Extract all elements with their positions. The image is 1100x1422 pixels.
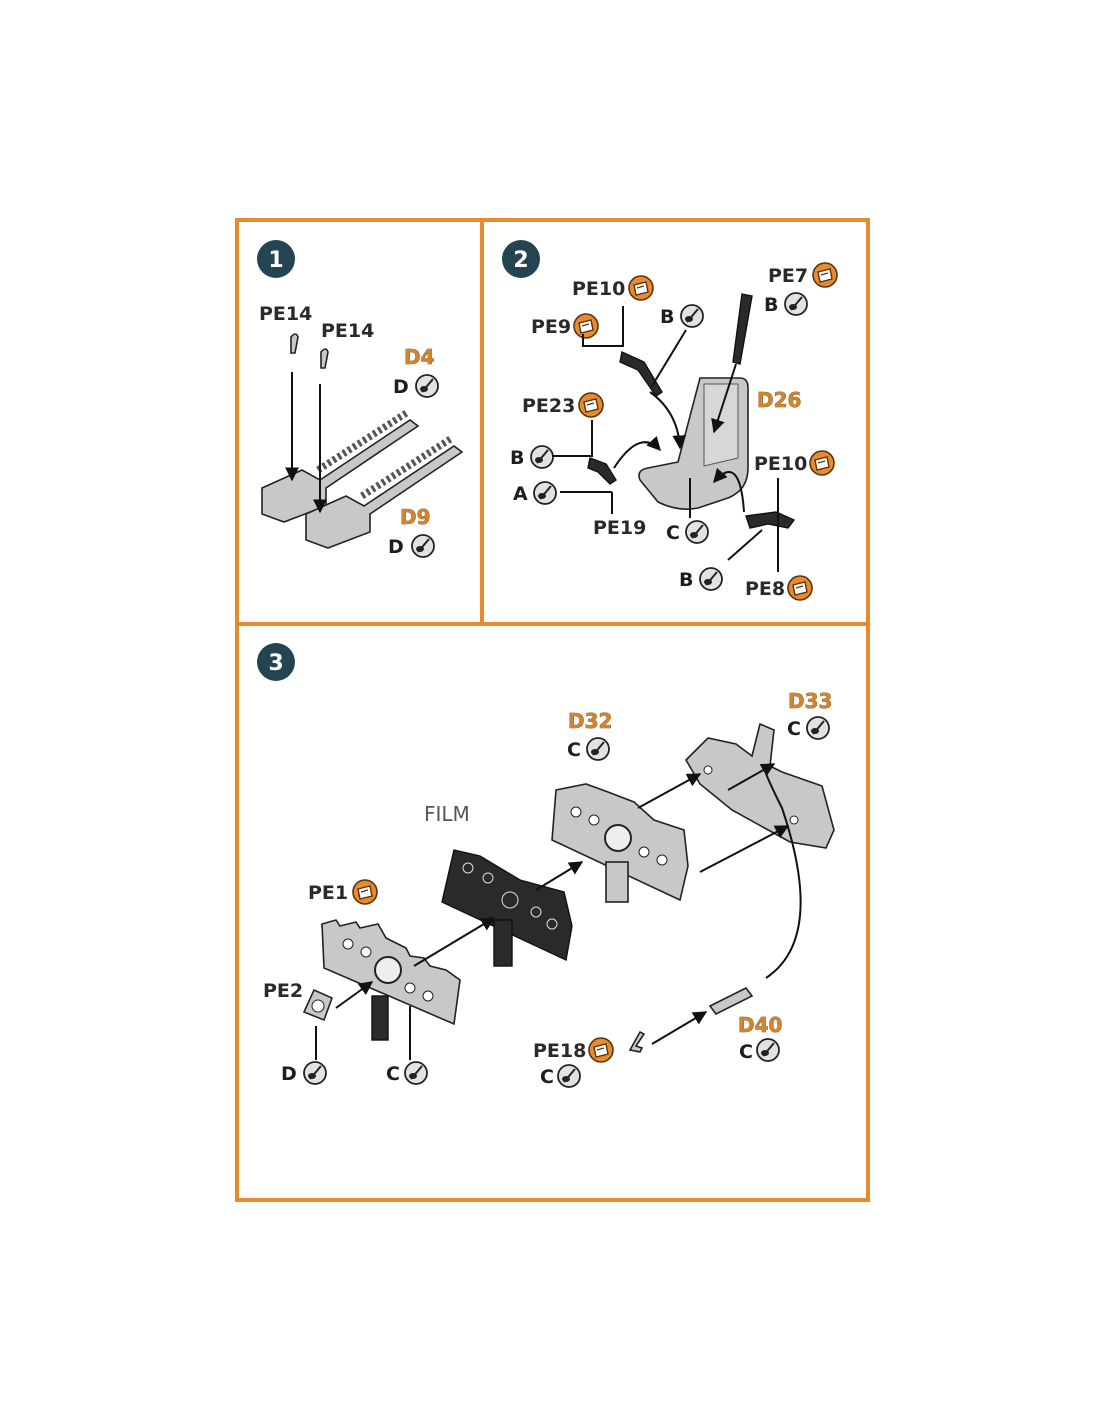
pe2-gauge-part (302, 988, 334, 1022)
label-pe7-color: B (764, 294, 778, 316)
step-3-badge: 3 (257, 643, 295, 681)
pe1-instrument-panel-part (321, 919, 461, 1041)
label-d33: D33 (788, 689, 832, 713)
paint-drop-icon (415, 374, 439, 398)
label-pe9: PE9 (531, 316, 571, 338)
photo-etch-icon (787, 575, 813, 601)
pe9-belt-part (619, 350, 663, 397)
label-pe19: PE19 (593, 517, 646, 539)
film-instrument-face-part (441, 849, 573, 967)
d40-tube-part (708, 986, 754, 1016)
label-d4: D4 (404, 345, 435, 369)
step-3-panel: 3 D32 C D33 C FILM PE1 PE2 D C PE18 C D4… (257, 643, 835, 1088)
svg-text:3: 3 (268, 651, 283, 676)
step-2-badge: 2 (502, 240, 540, 278)
machine-gun-part (261, 409, 420, 523)
label-pe8: PE8 (745, 578, 785, 600)
instruction-frame (235, 218, 870, 1202)
svg-text:2: 2 (513, 248, 528, 273)
label-c-mid: C (666, 522, 680, 544)
label-c-bottom: C (386, 1063, 400, 1085)
pe14-part (290, 333, 299, 354)
label-d9-color: D (388, 536, 404, 558)
label-b-top: B (660, 306, 674, 328)
paint-drop-icon (411, 534, 435, 558)
paint-drop-icon (404, 1061, 428, 1085)
d33-panel-mount-part (684, 722, 835, 849)
machine-gun-part (305, 435, 464, 549)
paint-drop-icon (756, 1038, 780, 1062)
paint-drop-icon (685, 520, 709, 544)
paint-drop-icon (557, 1064, 581, 1088)
step-2-panel: 2 PE10 PE9 B PE7 B D26 PE23 B A PE19 C P… (502, 240, 838, 601)
label-d33-color: C (787, 718, 801, 740)
label-d-bottom: D (281, 1063, 297, 1085)
photo-etch-icon (578, 392, 604, 418)
label-pe1: PE1 (308, 882, 348, 904)
photo-etch-icon (809, 450, 835, 476)
label-pe14-a: PE14 (259, 303, 312, 325)
label-d26: D26 (757, 388, 801, 412)
paint-drop-icon (806, 716, 830, 740)
label-d40-color: C (739, 1041, 753, 1063)
label-film: FILM (424, 802, 470, 826)
d32-instrument-panel-part (551, 783, 689, 903)
label-d32-color: C (567, 739, 581, 761)
pe18-part (628, 1030, 646, 1053)
photo-etch-icon (812, 262, 838, 288)
paint-drop-icon (699, 567, 723, 591)
step-1-badge: 1 (257, 240, 295, 278)
label-pe14-b: PE14 (321, 320, 374, 342)
label-d32: D32 (568, 709, 612, 733)
step-1-panel: 1 PE14 PE14 D4 D D9 D (257, 240, 464, 558)
label-b-bottom: B (679, 569, 693, 591)
label-pe10-right: PE10 (754, 453, 807, 475)
label-d4-color: D (393, 376, 409, 398)
pe14-part (320, 348, 329, 369)
photo-etch-icon (573, 313, 599, 339)
photo-etch-icon (352, 879, 378, 905)
photo-etch-icon (628, 275, 654, 301)
photo-etch-icon (588, 1037, 614, 1063)
label-pe7: PE7 (768, 265, 808, 287)
paint-drop-icon (303, 1061, 327, 1085)
seat-part (638, 377, 749, 510)
paint-drop-icon (586, 737, 610, 761)
label-d40: D40 (738, 1013, 782, 1037)
pe23-belt-part (587, 457, 617, 485)
paint-drop-icon (784, 292, 808, 316)
label-pe2: PE2 (263, 980, 303, 1002)
pe7-belt-part (732, 293, 753, 365)
label-pe23: PE23 (522, 395, 575, 417)
label-pe10-top: PE10 (572, 278, 625, 300)
label-pe18-color: C (540, 1066, 554, 1088)
paint-drop-icon (533, 481, 557, 505)
cable (764, 768, 802, 979)
pe8-buckle-part (745, 511, 796, 529)
paint-drop-icon (680, 304, 704, 328)
label-d9: D9 (400, 505, 431, 529)
label-pe18: PE18 (533, 1040, 586, 1062)
paint-drop-icon (530, 445, 554, 469)
svg-text:1: 1 (268, 248, 283, 273)
label-a-left: A (513, 483, 528, 505)
label-b-left: B (510, 447, 524, 469)
